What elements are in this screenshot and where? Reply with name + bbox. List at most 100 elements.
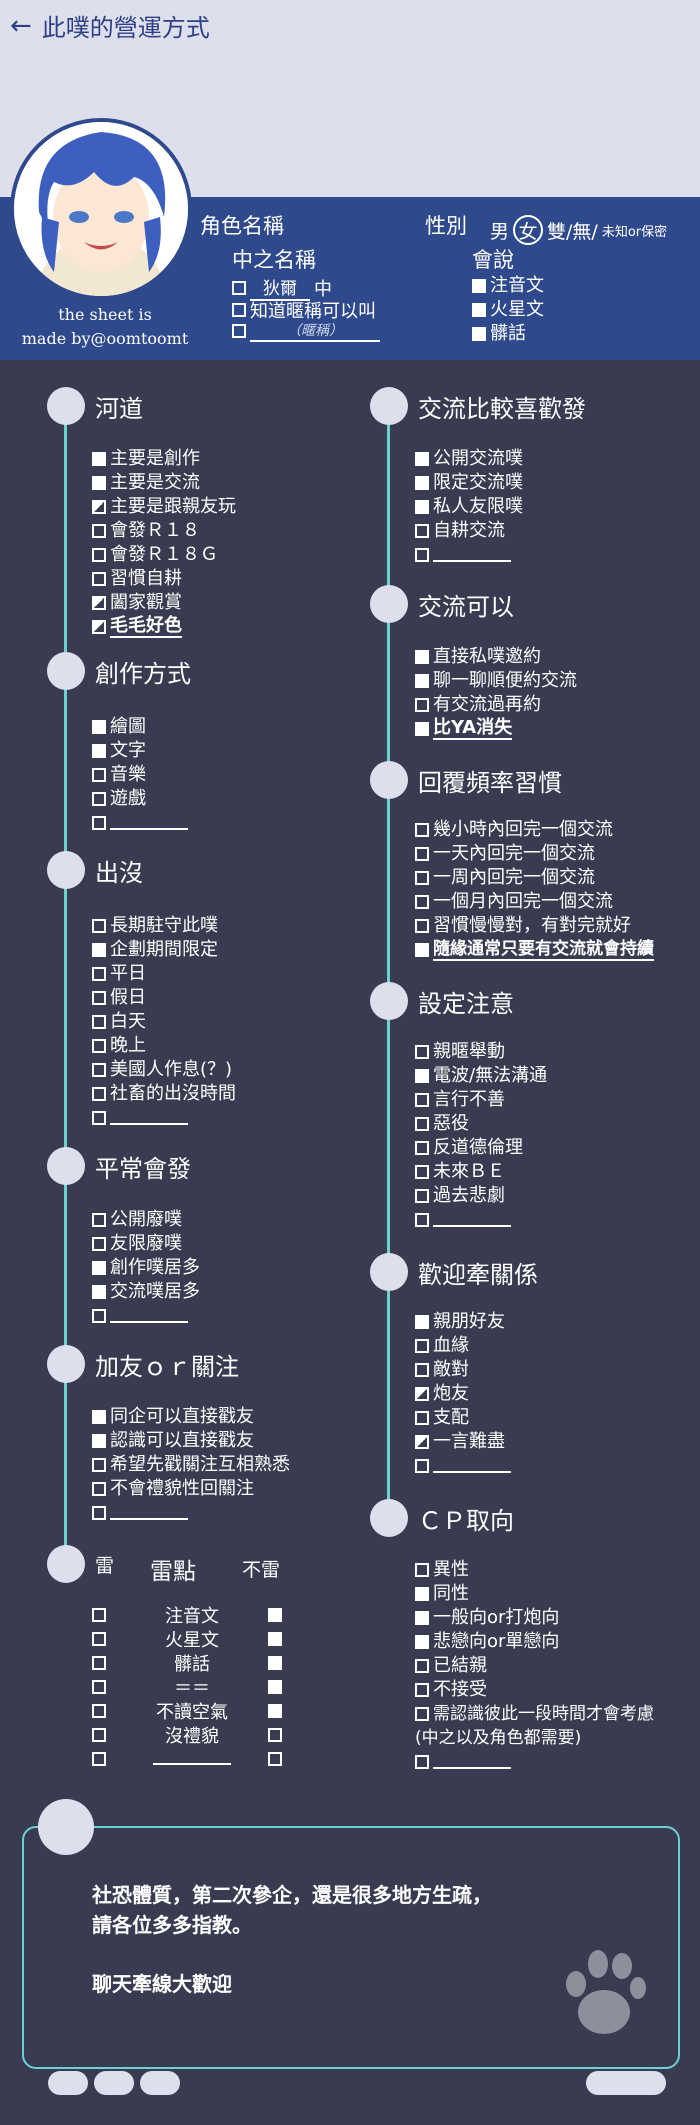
blank-field[interactable]: [433, 1459, 511, 1473]
checkbox[interactable]: [415, 871, 429, 885]
checkbox[interactable]: [92, 1608, 106, 1622]
checkbox[interactable]: [268, 1632, 282, 1646]
checkbox[interactable]: [415, 1117, 429, 1131]
checkbox[interactable]: [415, 1611, 429, 1625]
checkbox[interactable]: [268, 1656, 282, 1670]
blank-field[interactable]: [110, 1506, 188, 1520]
checkbox[interactable]: [415, 1411, 429, 1425]
checkbox[interactable]: [415, 698, 429, 712]
checkbox[interactable]: [415, 823, 429, 837]
checkbox[interactable]: [415, 548, 429, 562]
blank-field[interactable]: [110, 1309, 188, 1323]
checkbox[interactable]: [415, 1141, 429, 1155]
checkbox[interactable]: [92, 967, 106, 981]
checkbox[interactable]: [415, 674, 429, 688]
checkbox[interactable]: [415, 1387, 429, 1401]
checkbox[interactable]: [92, 1506, 106, 1520]
blank-field[interactable]: [433, 548, 511, 562]
checkbox[interactable]: [92, 991, 106, 1005]
checkbox[interactable]: [415, 524, 429, 538]
blank-field[interactable]: [110, 1111, 188, 1125]
checkbox[interactable]: [232, 303, 246, 317]
checkbox[interactable]: [92, 943, 106, 957]
checkbox[interactable]: [415, 1707, 429, 1721]
checkbox[interactable]: [92, 1632, 106, 1646]
checkbox[interactable]: [92, 792, 106, 806]
checkbox[interactable]: [92, 1680, 106, 1694]
checkbox[interactable]: [92, 452, 106, 466]
nav-pill-4[interactable]: [586, 2071, 666, 2095]
checkbox[interactable]: [92, 768, 106, 782]
checkbox[interactable]: [415, 1363, 429, 1377]
checkbox[interactable]: [92, 1482, 106, 1496]
checkbox[interactable]: [415, 1459, 429, 1473]
checkbox[interactable]: [92, 1410, 106, 1424]
nav-pill-2[interactable]: [94, 2071, 134, 2095]
checkbox[interactable]: [415, 1563, 429, 1577]
checkbox[interactable]: [415, 1435, 429, 1449]
checkbox[interactable]: [415, 650, 429, 664]
checkbox[interactable]: [92, 620, 106, 634]
checkbox[interactable]: [415, 1635, 429, 1649]
checkbox[interactable]: [92, 1434, 106, 1448]
checkbox[interactable]: [415, 722, 429, 736]
checkbox[interactable]: [415, 1189, 429, 1203]
checkbox[interactable]: [268, 1704, 282, 1718]
checkbox[interactable]: [268, 1728, 282, 1742]
checkbox[interactable]: [92, 1237, 106, 1251]
checkbox[interactable]: [92, 1285, 106, 1299]
checkbox[interactable]: [415, 919, 429, 933]
nickname-field[interactable]: （暱稱）: [250, 320, 380, 342]
checkbox[interactable]: [415, 943, 429, 957]
checkbox[interactable]: [92, 1656, 106, 1670]
nav-pill-1[interactable]: [48, 2071, 88, 2095]
checkbox[interactable]: [415, 452, 429, 466]
checkbox[interactable]: [92, 548, 106, 562]
gender-female-circled[interactable]: 女: [513, 215, 544, 245]
checkbox[interactable]: [472, 327, 486, 341]
checkbox[interactable]: [232, 324, 246, 338]
checkbox[interactable]: [92, 816, 106, 830]
checkbox[interactable]: [92, 524, 106, 538]
gender-unknown[interactable]: 未知or保密: [601, 224, 668, 240]
checkbox[interactable]: [92, 720, 106, 734]
nav-pill-3[interactable]: [140, 2071, 180, 2095]
checkbox[interactable]: [92, 1213, 106, 1227]
checkbox[interactable]: [92, 1728, 106, 1742]
checkbox[interactable]: [415, 1683, 429, 1697]
checkbox[interactable]: [92, 572, 106, 586]
checkbox[interactable]: [92, 1039, 106, 1053]
checkbox[interactable]: [92, 1752, 106, 1766]
checkbox[interactable]: [92, 1309, 106, 1323]
checkbox[interactable]: [92, 744, 106, 758]
checkbox[interactable]: [415, 847, 429, 861]
checkbox[interactable]: [232, 280, 246, 295]
checkbox[interactable]: [92, 476, 106, 490]
blank-field[interactable]: [433, 1755, 511, 1769]
checkbox[interactable]: [415, 1093, 429, 1107]
checkbox[interactable]: [268, 1680, 282, 1694]
checkbox[interactable]: [92, 1458, 106, 1472]
checkbox[interactable]: [92, 1111, 106, 1125]
checkbox[interactable]: [415, 1339, 429, 1353]
blank-field[interactable]: [433, 1213, 511, 1227]
checkbox[interactable]: [268, 1752, 282, 1766]
gender-male[interactable]: 男: [490, 220, 510, 243]
checkbox[interactable]: [415, 1045, 429, 1059]
checkbox[interactable]: [415, 1587, 429, 1601]
blank-field[interactable]: [153, 1751, 231, 1765]
checkbox[interactable]: [415, 895, 429, 909]
blank-field[interactable]: [110, 816, 188, 830]
checkbox[interactable]: [92, 500, 106, 514]
checkbox[interactable]: [92, 1704, 106, 1718]
checkbox[interactable]: [92, 596, 106, 610]
checkbox[interactable]: [415, 476, 429, 490]
checkbox[interactable]: [415, 1659, 429, 1673]
checkbox[interactable]: [92, 1063, 106, 1077]
checkbox[interactable]: [92, 1261, 106, 1275]
checkbox[interactable]: [415, 1165, 429, 1179]
checkbox[interactable]: [92, 1015, 106, 1029]
checkbox[interactable]: [415, 1315, 429, 1329]
checkbox[interactable]: [92, 1087, 106, 1101]
checkbox[interactable]: [472, 279, 486, 293]
